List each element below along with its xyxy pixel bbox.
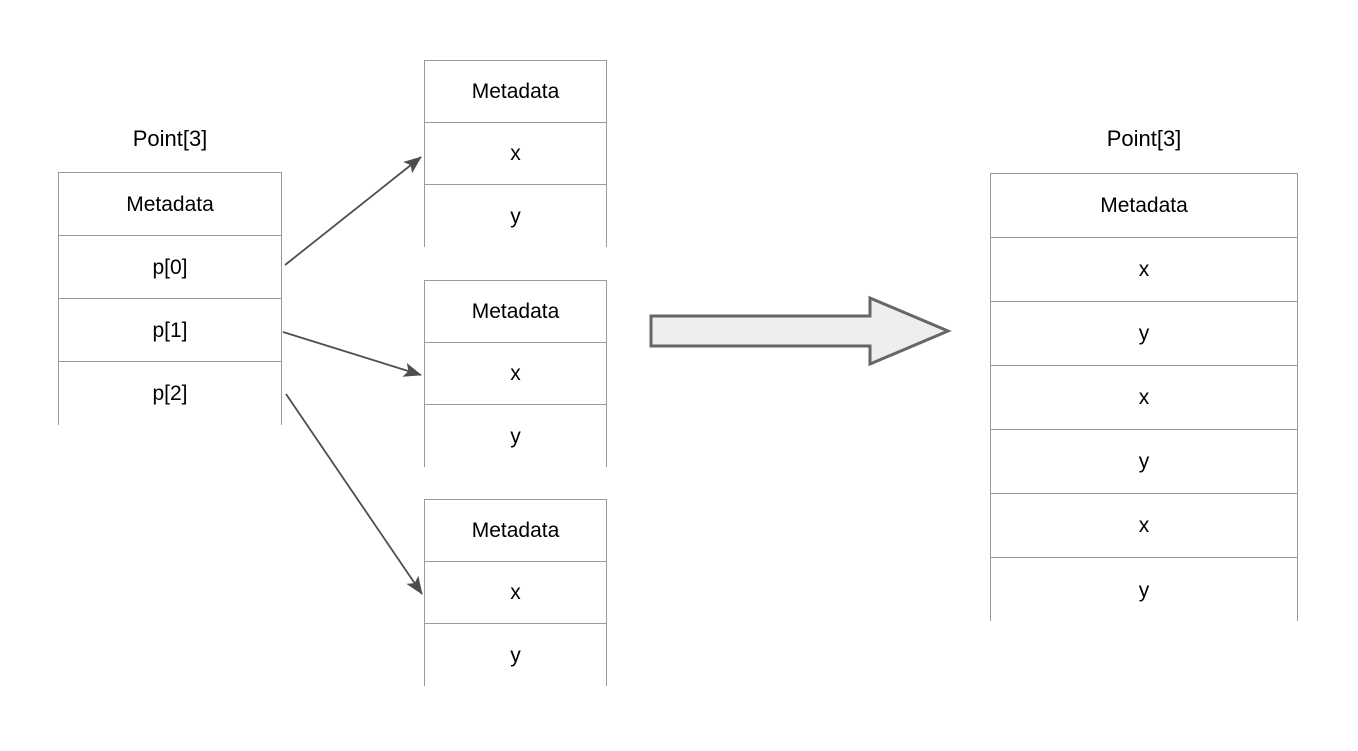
transform-block-arrow xyxy=(649,295,952,367)
pointer-arrow-p2 xyxy=(285,393,423,595)
middle-struct-1-row-0: Metadata xyxy=(425,281,606,343)
right-struct-row-5: x xyxy=(991,494,1297,558)
middle-struct-table-1: Metadata x y xyxy=(424,280,607,467)
right-struct-row-6: y xyxy=(991,558,1297,622)
left-struct-table: Metadata p[0] p[1] p[2] xyxy=(58,172,282,425)
right-struct-table: Metadata x y x y x y xyxy=(990,173,1298,622)
middle-struct-2-row-0: Metadata xyxy=(425,500,606,562)
right-struct-row-1: x xyxy=(991,238,1297,302)
middle-struct-1-row-1: x xyxy=(425,343,606,405)
middle-struct-table-0: Metadata x y xyxy=(424,60,607,247)
middle-struct-1-row-2: y xyxy=(425,405,606,467)
pointer-arrow-p0 xyxy=(284,156,422,266)
right-struct-caption: Point[3] xyxy=(1106,126,1182,151)
left-struct-row-2: p[1] xyxy=(59,299,281,362)
right-struct-row-3: x xyxy=(991,366,1297,430)
middle-struct-0-row-1: x xyxy=(425,123,606,185)
left-struct-row-1: p[0] xyxy=(59,236,281,299)
left-struct-row-3: p[2] xyxy=(59,362,281,425)
left-struct-caption: Point[3] xyxy=(132,126,208,151)
middle-struct-2-row-1: x xyxy=(425,562,606,624)
right-struct-row-0: Metadata xyxy=(991,174,1297,238)
middle-struct-0-row-0: Metadata xyxy=(425,61,606,123)
middle-struct-2-row-2: y xyxy=(425,624,606,686)
pointer-arrow-p1 xyxy=(282,331,422,377)
right-struct-row-4: y xyxy=(991,430,1297,494)
right-struct-row-2: y xyxy=(991,302,1297,366)
middle-struct-table-2: Metadata x y xyxy=(424,499,607,686)
middle-struct-0-row-2: y xyxy=(425,185,606,247)
left-struct-row-0: Metadata xyxy=(59,173,281,236)
